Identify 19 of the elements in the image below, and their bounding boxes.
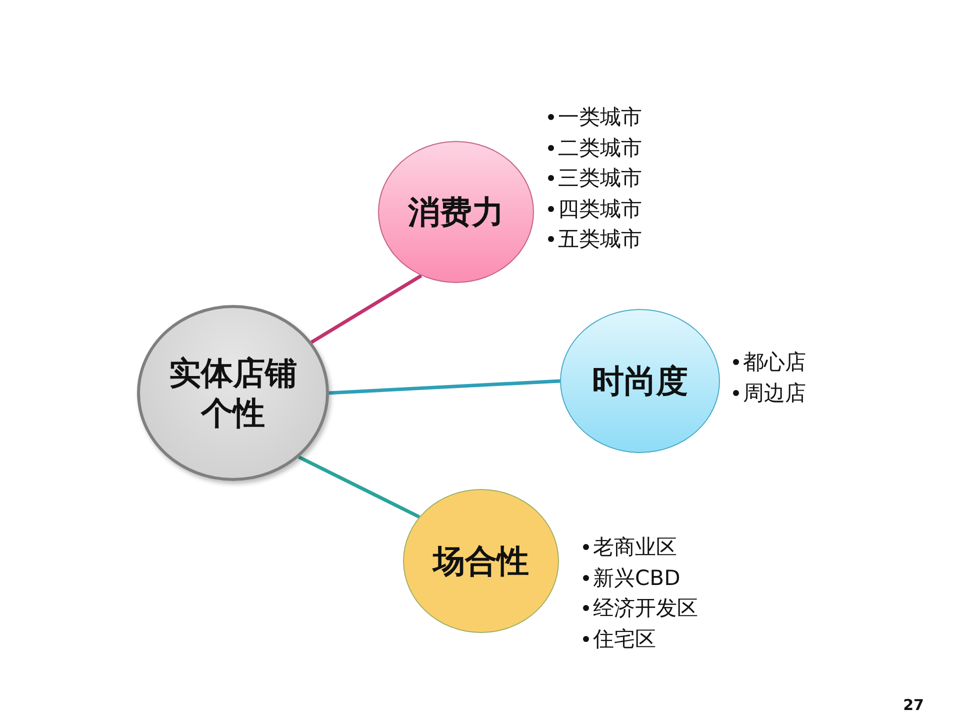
bullet-text: 周边店 bbox=[743, 380, 806, 406]
bullet-text: 都心店 bbox=[743, 349, 806, 376]
node-label: 时尚度 bbox=[591, 361, 689, 401]
bullet-text: 经济开发区 bbox=[593, 595, 698, 622]
node-label: 场合性 bbox=[431, 541, 530, 581]
bullet-text: 一类城市 bbox=[558, 104, 642, 131]
bullet-text: 新兴CBD bbox=[593, 564, 680, 592]
node-label: 消费力 bbox=[407, 192, 505, 232]
bullet-text: 老商业区 bbox=[593, 534, 677, 561]
connector-line bbox=[328, 379, 560, 395]
bullet-text: 二类城市 bbox=[558, 134, 642, 162]
bullet-text: 住宅区 bbox=[593, 626, 656, 652]
connector-line bbox=[310, 274, 422, 344]
bullet-text: 三类城市 bbox=[558, 165, 642, 192]
bullet-text: 五类城市 bbox=[558, 226, 642, 253]
node-label: 实体店铺个性 bbox=[168, 353, 298, 433]
bullet-text: 四类城市 bbox=[558, 196, 642, 222]
page-number: 27 bbox=[903, 696, 924, 714]
connector-line bbox=[298, 455, 420, 518]
